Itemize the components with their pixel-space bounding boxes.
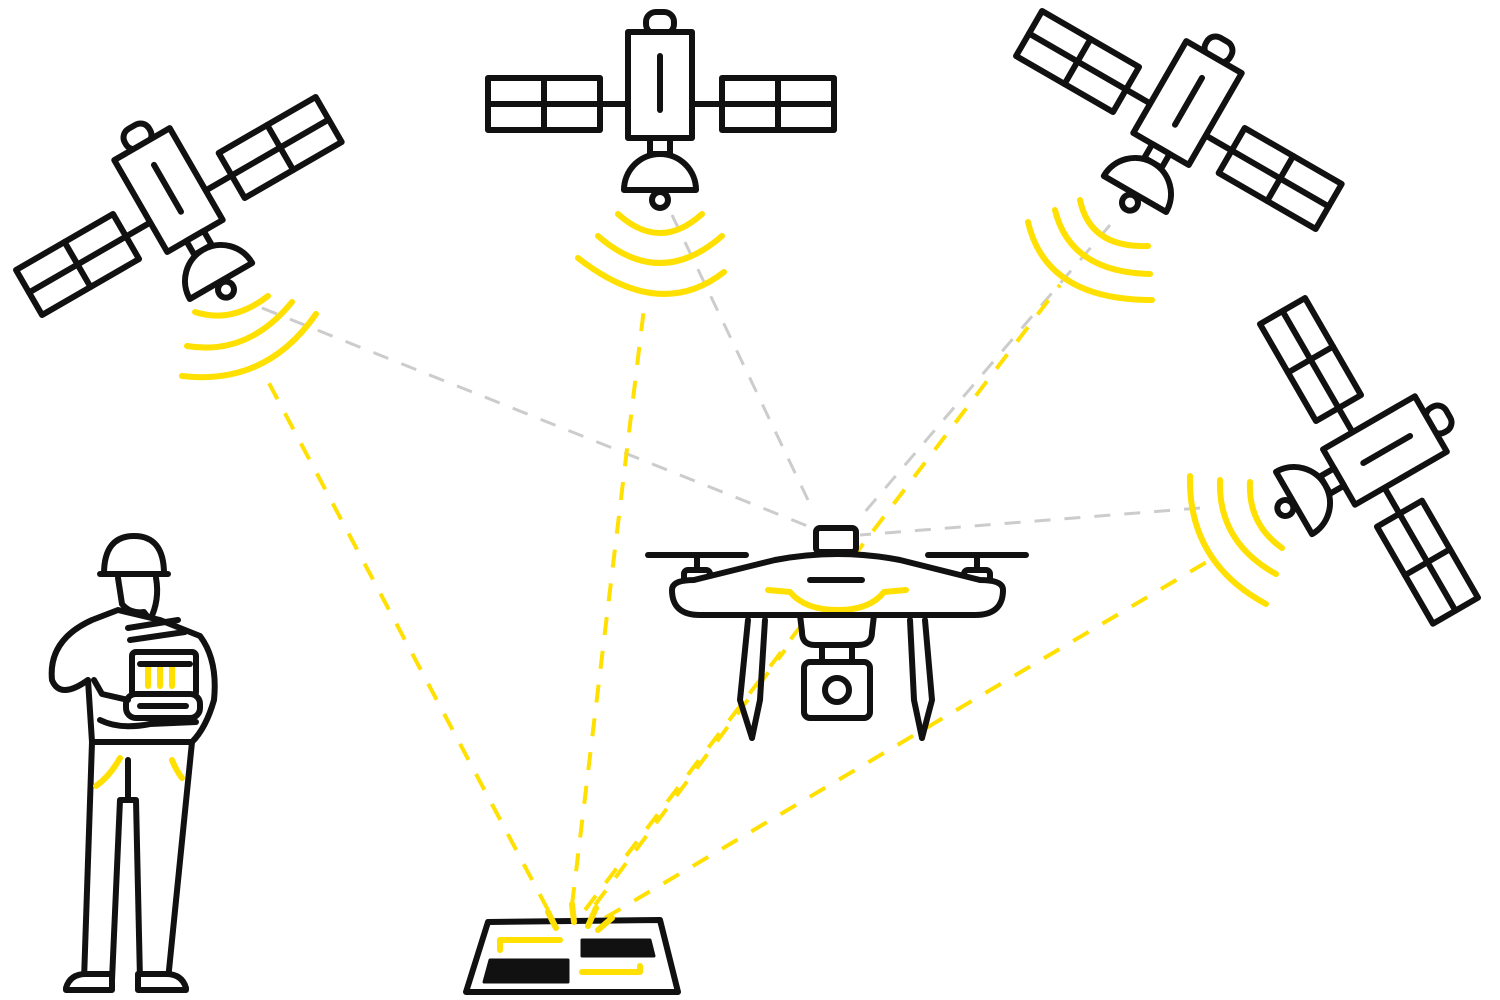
link-base-sat3 [583,283,1062,912]
base-station-links [260,283,1212,920]
link-sat2-drone [670,214,810,501]
satellite-icon [1192,265,1500,663]
drone [645,525,1029,741]
signal-waves-icon [575,211,727,297]
link-sat1-drone [261,306,836,539]
operator-icon [48,533,218,993]
signal-waves-icon [1186,473,1285,607]
base-station [463,901,681,995]
satellite-3 [977,0,1375,303]
signal-waves-icon [179,293,319,381]
link-base-sat4 [603,558,1212,920]
operator [48,533,218,993]
link-base-sat2 [570,299,647,906]
ground-target-icon [463,901,681,995]
signal-waves-icon [1025,197,1155,303]
link-sat4-drone [859,506,1201,537]
link-base-drone [593,648,787,907]
drone-icon [645,525,1029,741]
satellite-icon [488,12,834,208]
satellite-2 [488,12,834,297]
link-sat3-drone [856,224,1112,521]
satellite-4 [1186,265,1500,663]
link-base-sat1 [260,369,550,911]
satellite-1 [0,40,381,383]
satellite-drone-links [261,214,1201,539]
